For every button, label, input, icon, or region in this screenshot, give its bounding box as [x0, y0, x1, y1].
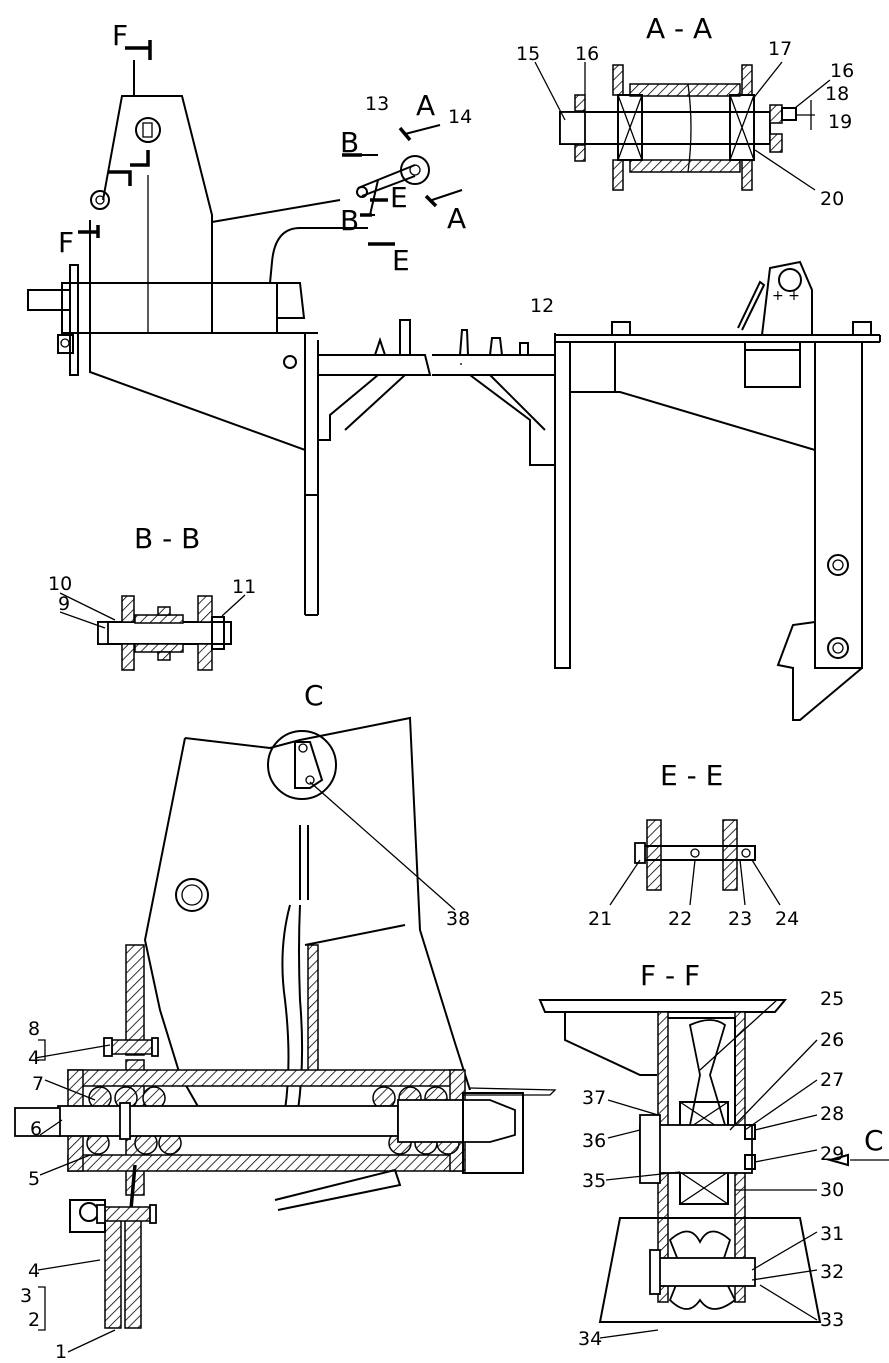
mark-e-top: E [390, 181, 408, 214]
title-section-aa: A - A [646, 12, 712, 45]
callout-19: 19 [828, 111, 852, 133]
callout-35: 35 [582, 1170, 606, 1192]
callout-12: 12 [530, 295, 554, 317]
callout-38: 38 [446, 908, 470, 930]
callout-18: 18 [825, 83, 849, 105]
callout-10: 10 [48, 573, 72, 595]
section-bb [59, 592, 246, 671]
section-aa [534, 61, 831, 191]
callout-8: 8 [28, 1018, 40, 1040]
callout-36: 36 [582, 1130, 606, 1152]
title-section-ee: E - E [660, 759, 723, 792]
callout-28: 28 [820, 1103, 844, 1125]
callout-33: 33 [820, 1309, 844, 1331]
title-section-bb: B - B [134, 522, 200, 555]
callout-16b: 16 [830, 60, 854, 82]
callout-7: 7 [32, 1073, 44, 1095]
mark-b-bottom: B [340, 204, 359, 237]
view-c [14, 716, 557, 1353]
svg-text:+ +: + + [772, 288, 800, 304]
callout-32: 32 [820, 1261, 844, 1283]
mark-a-top: A [416, 89, 435, 122]
callout-13: 13 [365, 93, 389, 115]
title-view-c: C [304, 679, 324, 712]
mark-c-arrow: C [864, 1124, 884, 1157]
callout-6: 6 [30, 1118, 42, 1140]
callout-20: 20 [820, 188, 844, 210]
callout-17: 17 [768, 38, 792, 60]
callout-4b: 4 [28, 1260, 40, 1282]
callout-31: 31 [820, 1223, 844, 1245]
callout-25: 25 [820, 988, 844, 1010]
callout-30: 30 [820, 1179, 844, 1201]
mark-e-bottom: E [392, 244, 410, 277]
callout-21: 21 [588, 908, 612, 930]
callout-23: 23 [728, 908, 752, 930]
section-ff [538, 999, 889, 1339]
callout-26: 26 [820, 1029, 844, 1051]
callout-4: 4 [28, 1047, 40, 1069]
callout-34: 34 [578, 1328, 602, 1350]
callout-16: 16 [575, 43, 599, 65]
section-ee [609, 819, 781, 906]
callout-5: 5 [28, 1168, 40, 1190]
callout-27: 27 [820, 1069, 844, 1091]
callout-9: 9 [58, 593, 70, 615]
callout-11: 11 [232, 576, 256, 598]
callout-24: 24 [775, 908, 799, 930]
title-section-ff: F - F [640, 959, 700, 992]
mark-a-bottom: A [447, 202, 466, 235]
callout-3: 3 [20, 1285, 32, 1307]
mark-b-top: B [340, 126, 359, 159]
callout-1: 1 [55, 1341, 67, 1363]
callout-14: 14 [448, 106, 472, 128]
callout-22: 22 [668, 908, 692, 930]
callout-29: 29 [820, 1143, 844, 1165]
mark-f-top: F [112, 19, 128, 52]
callout-37: 37 [582, 1087, 606, 1109]
callout-15: 15 [516, 43, 540, 65]
mark-f-left: F [58, 226, 74, 259]
main-side-view: + + [27, 40, 881, 721]
callout-2: 2 [28, 1309, 40, 1331]
